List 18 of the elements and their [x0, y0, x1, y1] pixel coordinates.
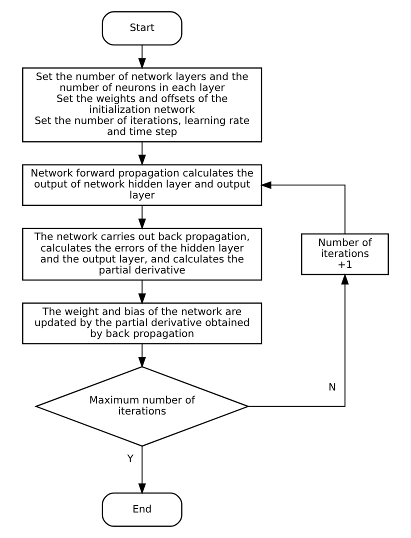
arrow	[138, 446, 146, 494]
edge-label: Y	[127, 454, 134, 466]
node-box: Set the number of network layers and the number of neurons in each layer Set the weights and offsets of the initialization network Set the number of iterations, learning rate and time step	[22, 67, 262, 142]
arrow	[248, 273, 349, 407]
arrow	[138, 205, 146, 230]
node-box: The network carries out back propagation, calculates the errors of the hidden layer and the output layer, and calculates the partial derivative	[22, 228, 262, 281]
arrow	[260, 181, 346, 234]
edge-label: N	[328, 382, 336, 394]
arrow	[138, 343, 146, 368]
node-box: Number of iterations +1	[301, 233, 389, 276]
arrow	[138, 44, 146, 70]
node-diamond: Maximum number of iterations	[34, 366, 250, 447]
node-box: The weight and bias of the network are updated by the partial derivative obtained by back propagation	[22, 302, 262, 344]
node-box: End	[102, 492, 182, 527]
arrow	[138, 141, 146, 166]
arrow	[138, 280, 146, 304]
node-box: Network forward propagation calculates the output of network hidden layer and output layer	[22, 164, 262, 206]
node-box: Start	[102, 11, 182, 46]
